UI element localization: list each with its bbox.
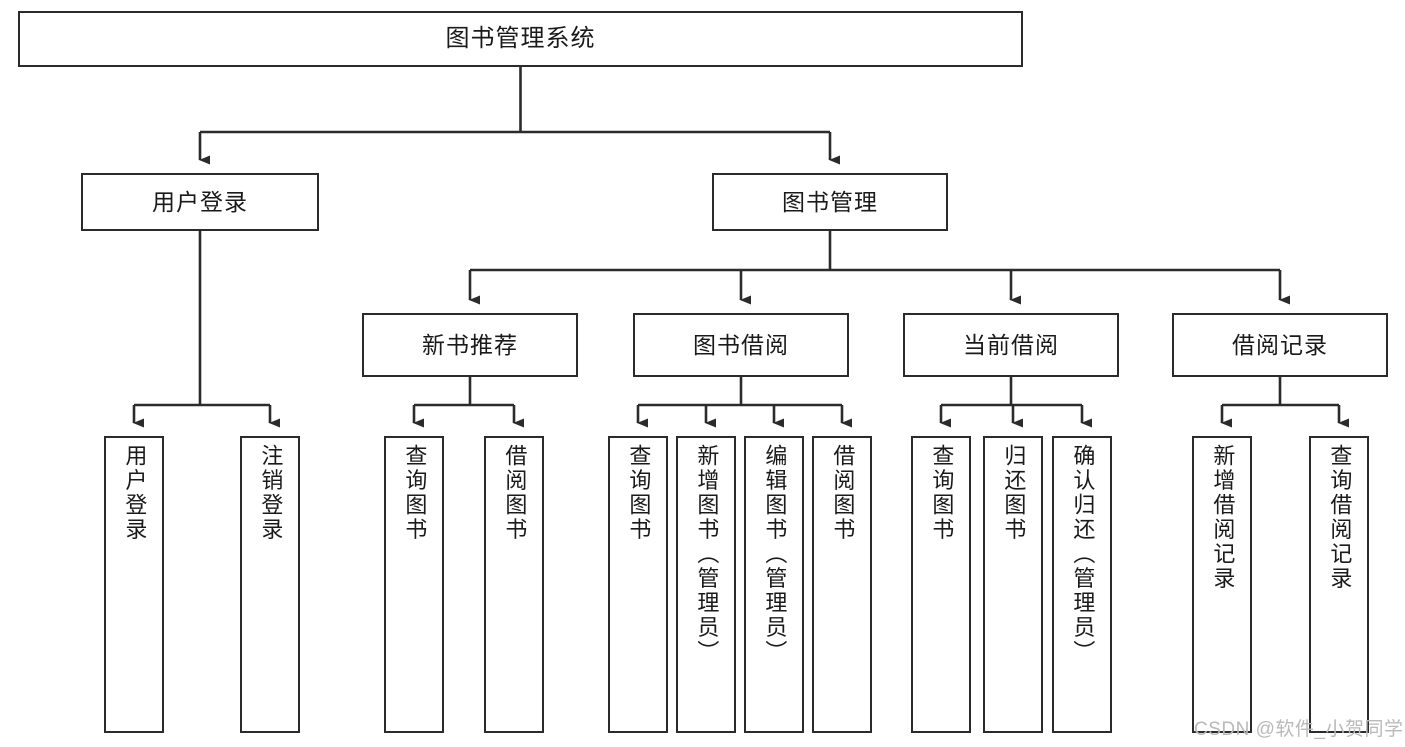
node-label: 新增借阅记录 bbox=[1210, 444, 1236, 591]
node-leaf-query-book-2[interactable]: 查询图书 bbox=[608, 436, 668, 733]
node-leaf-borrow-book-1[interactable]: 借阅图书 bbox=[484, 436, 544, 733]
node-label: 借阅图书 bbox=[830, 444, 856, 542]
node-book-borrow[interactable]: 图书借阅 bbox=[633, 313, 849, 377]
node-label: 查询图书 bbox=[402, 444, 428, 542]
node-label: 归还图书 bbox=[1001, 444, 1027, 542]
node-label: 查询图书 bbox=[626, 444, 652, 542]
node-label: 图书管理系统 bbox=[445, 25, 596, 53]
node-leaf-query-book-3[interactable]: 查询图书 bbox=[911, 436, 971, 733]
node-label: 用户登录 bbox=[122, 444, 148, 542]
node-leaf-query-book-1[interactable]: 查询图书 bbox=[384, 436, 444, 733]
node-label: 确认归还（管理员） bbox=[1070, 444, 1096, 665]
node-book-manage[interactable]: 图书管理 bbox=[712, 173, 948, 231]
node-label: 编辑图书（管理员） bbox=[762, 444, 788, 665]
node-leaf-return-book[interactable]: 归还图书 bbox=[983, 436, 1043, 733]
node-borrow-record[interactable]: 借阅记录 bbox=[1172, 313, 1388, 377]
node-label: 借阅图书 bbox=[502, 444, 528, 542]
node-leaf-user-login[interactable]: 用户登录 bbox=[104, 436, 164, 733]
node-label: 查询借阅记录 bbox=[1327, 444, 1353, 591]
node-user-login[interactable]: 用户登录 bbox=[81, 173, 319, 231]
node-label: 图书管理 bbox=[782, 188, 878, 215]
node-label: 新书推荐 bbox=[422, 331, 518, 358]
node-leaf-add-book[interactable]: 新增图书（管理员） bbox=[676, 436, 736, 733]
node-label: 借阅记录 bbox=[1232, 331, 1328, 358]
node-leaf-logout[interactable]: 注销登录 bbox=[240, 436, 300, 733]
node-label: 图书借阅 bbox=[693, 331, 789, 358]
node-leaf-add-record[interactable]: 新增借阅记录 bbox=[1192, 436, 1252, 733]
node-label: 新增图书（管理员） bbox=[694, 444, 720, 665]
node-root[interactable]: 图书管理系统 bbox=[18, 11, 1023, 67]
node-leaf-borrow-book-2[interactable]: 借阅图书 bbox=[812, 436, 872, 733]
node-leaf-edit-book[interactable]: 编辑图书（管理员） bbox=[744, 436, 804, 733]
node-new-book-recommend[interactable]: 新书推荐 bbox=[362, 313, 578, 377]
node-label: 注销登录 bbox=[258, 444, 284, 542]
node-leaf-query-record[interactable]: 查询借阅记录 bbox=[1309, 436, 1369, 733]
node-label: 当前借阅 bbox=[963, 331, 1059, 358]
node-label: 用户登录 bbox=[152, 188, 248, 215]
edge-group bbox=[132, 67, 1349, 428]
node-label: 查询图书 bbox=[929, 444, 955, 542]
node-leaf-confirm-return[interactable]: 确认归还（管理员） bbox=[1052, 436, 1112, 733]
node-current-borrow[interactable]: 当前借阅 bbox=[903, 313, 1119, 377]
